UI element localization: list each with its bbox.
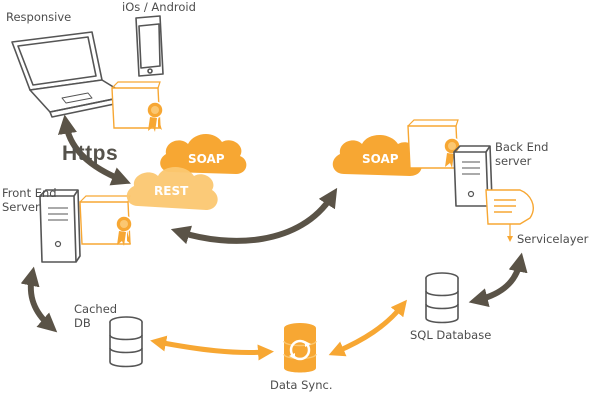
sql-database-label: SQL Database	[410, 328, 492, 342]
rest-cloud: REST	[126, 167, 218, 210]
rest-label: REST	[154, 184, 189, 198]
https-arrow	[57, 114, 131, 186]
cached-label-line1: Cached	[74, 302, 118, 316]
sync-sql-arrow	[328, 299, 407, 357]
soap-label: SOAP	[188, 152, 225, 166]
service-layer-document-icon	[485, 189, 534, 242]
ios-android-label: iOs / Android	[122, 0, 196, 14]
cache-sync-arrow	[150, 335, 274, 361]
backend-sql-arrow	[468, 252, 528, 307]
servicelayer-label: Servicelayer	[517, 232, 589, 246]
cached-label-line2: DB	[74, 316, 91, 330]
smartphone-icon	[135, 15, 164, 77]
soap-cloud-right: SOAP	[332, 135, 422, 176]
data-sync-label: Data Sync.	[270, 378, 333, 392]
front-end-server-icon	[39, 189, 81, 263]
back-end-label-line1: Back End	[495, 140, 549, 154]
https-label: Https	[62, 142, 119, 165]
front-end-label-line2: Server	[2, 200, 40, 214]
back-end-label-line2: server	[495, 154, 532, 168]
certificate-icon	[111, 81, 164, 132]
sql-database-icon	[425, 272, 459, 324]
laptop-icon	[11, 31, 130, 118]
responsive-label: Responsive	[6, 10, 72, 24]
soap-label: SOAP	[362, 152, 399, 166]
front-end-label-line1: Front End	[2, 186, 57, 200]
certificate-icon	[79, 195, 133, 246]
cached-db-icon	[109, 316, 143, 368]
soap-cloud-left: SOAP	[160, 133, 247, 174]
front-end-cache-arrow	[20, 266, 58, 333]
certificate-icon	[407, 119, 461, 169]
soap-connection-arrow	[170, 187, 338, 245]
data-sync-icon	[283, 323, 317, 373]
